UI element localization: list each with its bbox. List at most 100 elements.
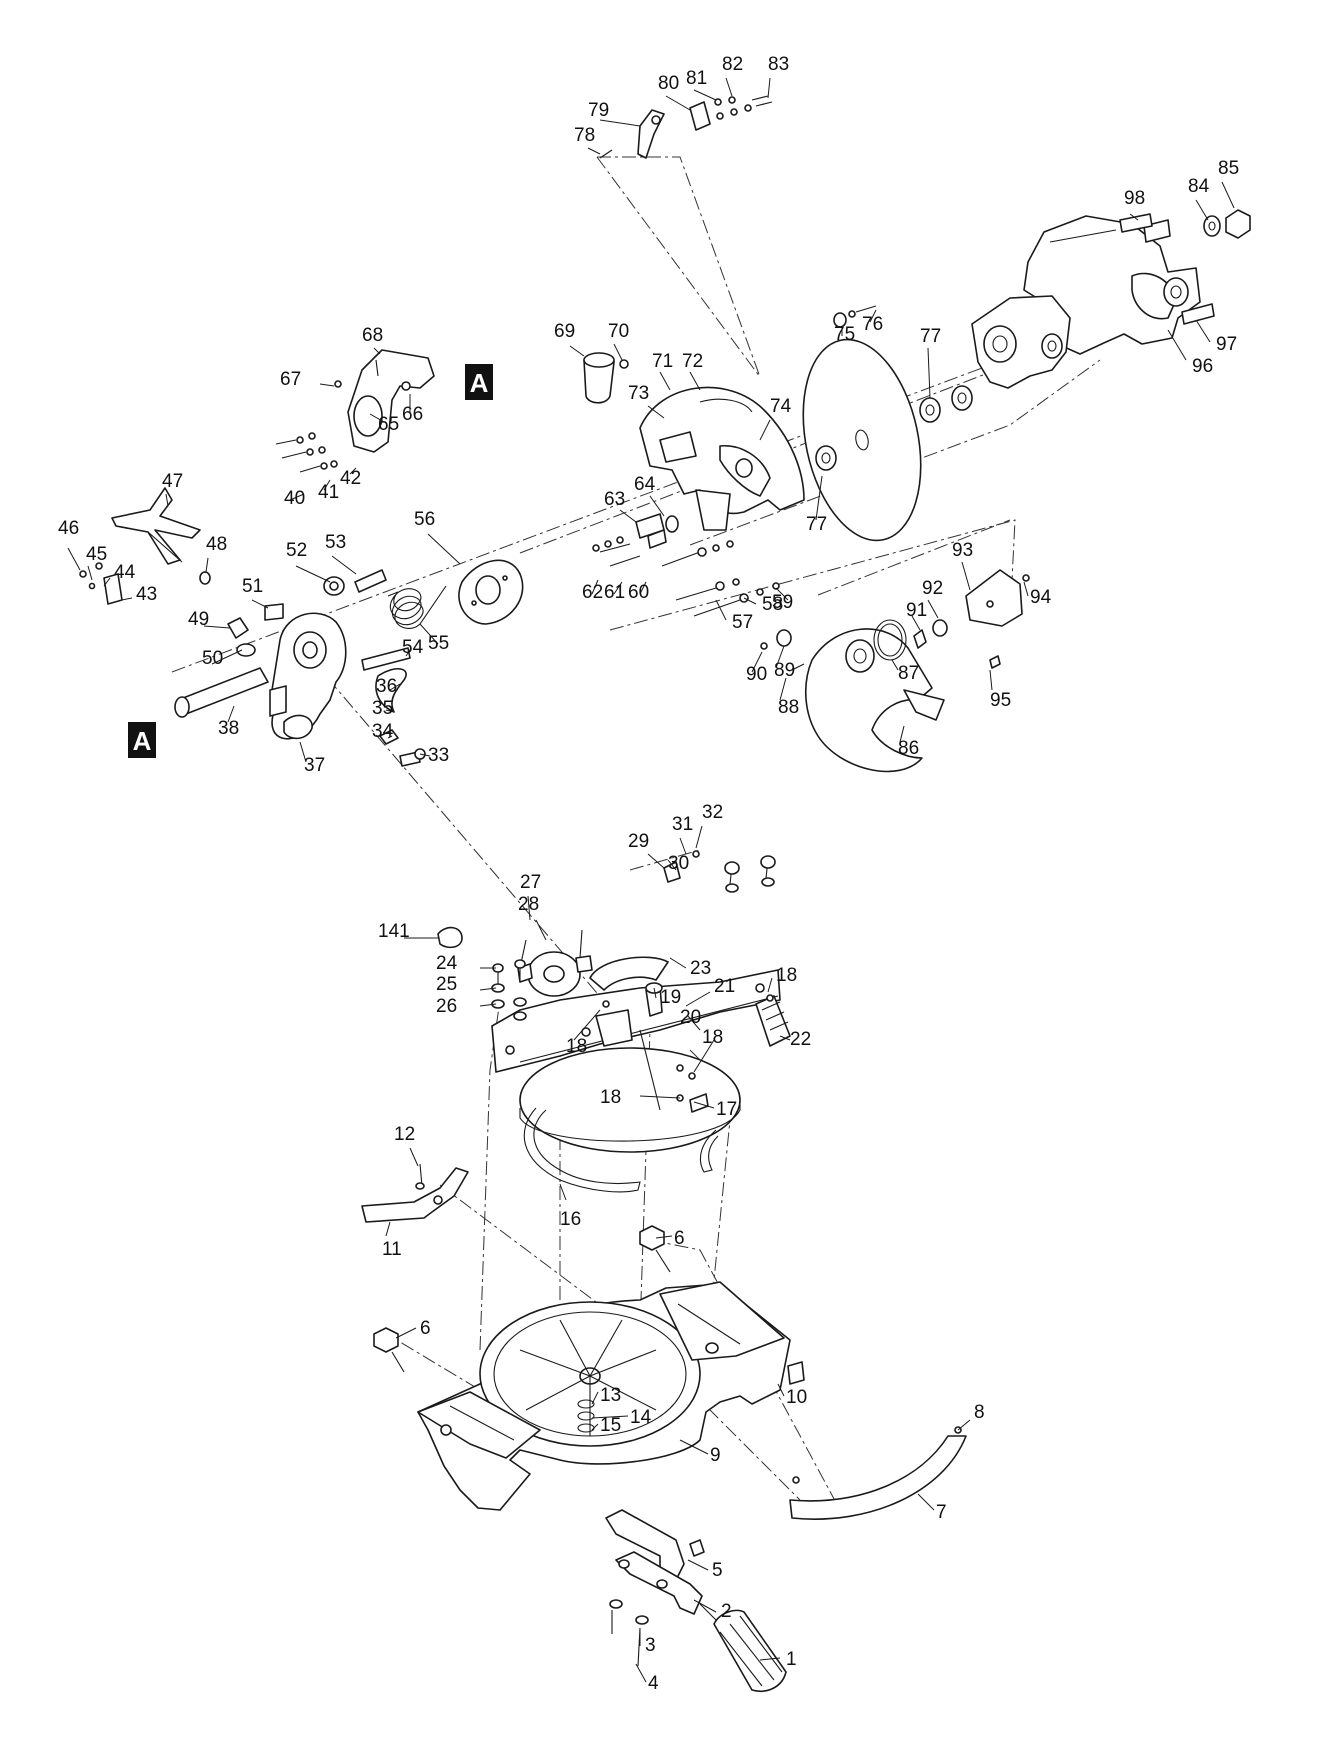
part-label-35: 35 [372, 698, 393, 719]
part-label-97: 97 [1216, 334, 1237, 355]
leader-line-9 [679, 1439, 709, 1455]
leader-line-52 [295, 565, 331, 583]
leader-line-98 [1129, 213, 1139, 221]
leader-line-56 [427, 533, 461, 565]
part-label-11: 11 [382, 1239, 402, 1260]
leader-line-8 [957, 1419, 971, 1431]
leader-line-67 [319, 383, 335, 387]
part-label-76: 76 [862, 314, 883, 335]
leader-line-19 [653, 987, 657, 999]
leader-line-38 [227, 705, 235, 723]
kerf-plate [523, 1107, 719, 1193]
leader-line-68 [373, 347, 381, 355]
handle-assembly [79, 487, 411, 718]
leader-line-61 [613, 581, 623, 595]
part-label-56: 56 [414, 509, 435, 530]
part-label-88: 88 [778, 697, 799, 718]
leader-line-15 [591, 1423, 599, 1431]
leader-line-1 [759, 1657, 781, 1661]
part-label-31: 31 [672, 814, 693, 835]
leader-line-63 [619, 509, 637, 523]
leader-line-46 [67, 547, 81, 571]
leader-line-88 [779, 677, 787, 701]
saw-base [417, 1281, 805, 1511]
part-label-17: 17 [716, 1099, 737, 1120]
part-label-6: 6 [420, 1318, 431, 1339]
leader-line-27 [527, 895, 531, 921]
part-label-81: 81 [686, 68, 707, 89]
part-label-58: 58 [762, 594, 783, 615]
leader-line-18 [639, 1095, 681, 1099]
part-label-42: 42 [340, 468, 361, 489]
leader-line-64 [649, 495, 665, 517]
motor-nut [1203, 209, 1251, 239]
part-label-5: 5 [712, 1560, 723, 1581]
leader-line-87 [891, 659, 899, 671]
part-label-141: 141 [378, 921, 410, 942]
blade-flanges [919, 385, 973, 423]
leader-line-28 [535, 919, 547, 941]
part-label-66: 66 [402, 404, 423, 425]
guard-link-parts [760, 569, 1030, 671]
leader-line-57 [715, 599, 727, 621]
part-label-49: 49 [188, 609, 209, 630]
leader-line-78 [587, 147, 601, 155]
part-label-25: 25 [436, 974, 457, 995]
leader-line-21 [685, 991, 711, 1007]
leader-line-70 [613, 343, 623, 361]
part-label-43: 43 [136, 584, 157, 605]
part-label-51: 51 [242, 576, 263, 597]
leader-line-84 [1195, 199, 1209, 221]
part-label-12: 12 [394, 1124, 415, 1145]
leader-line-45 [87, 565, 93, 581]
leader-line-23 [669, 957, 687, 969]
part-label-4: 4 [648, 1673, 659, 1694]
leader-line-55 [419, 623, 439, 645]
part-label-8: 8 [974, 1402, 985, 1423]
switch-parts [599, 95, 773, 159]
part-label-41: 41 [318, 482, 339, 503]
leader-line-96 [1167, 329, 1187, 361]
part-label-72: 72 [682, 351, 703, 372]
part-label-54: 54 [402, 637, 424, 658]
leader-line-74 [759, 419, 771, 441]
svg-text:A: A [133, 726, 152, 756]
leader-line-89 [775, 645, 785, 669]
part-label-78: 78 [574, 125, 595, 146]
leader-line-91 [911, 615, 921, 631]
leader-line-85 [1221, 181, 1235, 209]
part-label-1: 1 [786, 1649, 797, 1670]
leader-line-18 [573, 1009, 601, 1041]
leader-line-77 [815, 475, 823, 521]
part-label-77: 77 [806, 514, 827, 535]
pointer-plate [755, 994, 791, 1047]
leader-line-94 [1023, 581, 1029, 597]
part-label-2: 2 [721, 1601, 732, 1622]
leader-line-86 [899, 725, 905, 743]
leader-line-18 [767, 977, 773, 993]
part-label-84: 84 [1188, 176, 1210, 197]
leader-line-36 [389, 683, 401, 691]
leader-line-40 [289, 493, 305, 501]
part-label-64: 64 [634, 474, 656, 495]
part-label-95: 95 [990, 690, 1011, 711]
part-label-70: 70 [608, 321, 629, 342]
part-label-65: 65 [378, 414, 399, 435]
section-marker-A-upper: A [465, 364, 493, 400]
leader-line-35 [385, 709, 395, 713]
leader-line-73 [647, 405, 665, 419]
miter-fence [491, 969, 781, 1073]
part-label-13: 13 [600, 1385, 621, 1406]
leader-line-80 [665, 95, 691, 111]
arbor-bolt [833, 305, 877, 328]
turntable [519, 951, 741, 1153]
part-label-94: 94 [1030, 587, 1052, 608]
part-label-26: 26 [436, 996, 457, 1017]
part-label-71: 71 [652, 351, 673, 372]
leader-line-34 [387, 735, 393, 739]
leader-line-97 [1195, 319, 1211, 343]
leader-line-62 [591, 579, 599, 595]
leader-line-43 [121, 597, 133, 601]
leader-line-31 [679, 837, 687, 855]
